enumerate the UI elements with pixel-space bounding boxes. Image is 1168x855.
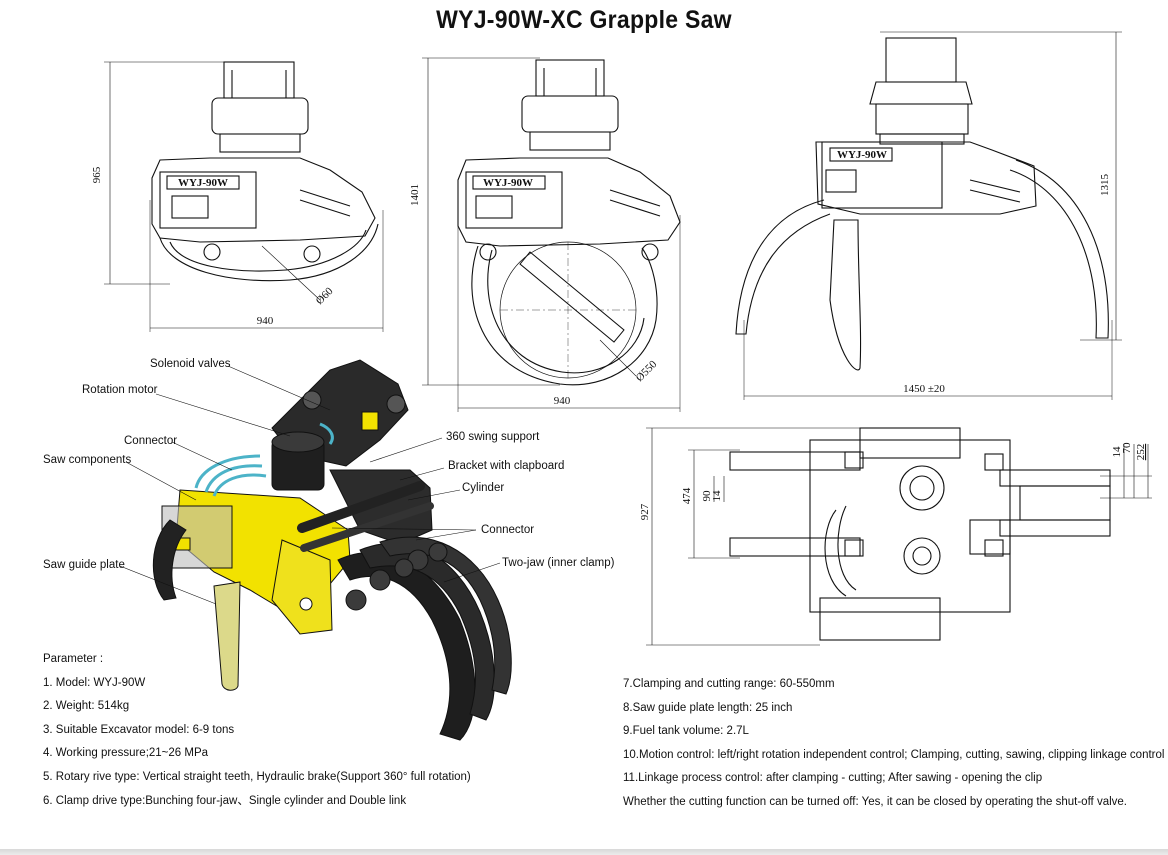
dim-474: 474 bbox=[681, 487, 693, 504]
param-item: Whether the cutting function can be turn… bbox=[623, 795, 1127, 808]
param-item: 5. Rotary rive type: Vertical straight t… bbox=[43, 770, 471, 783]
dim-927: 927 bbox=[639, 503, 651, 520]
dim-1401: 1401 bbox=[409, 184, 421, 206]
param-item: 8.Saw guide plate length: 25 inch bbox=[623, 701, 793, 714]
dim-d550: Ø550 bbox=[634, 358, 660, 384]
dim-14-right: 14 bbox=[1111, 446, 1123, 458]
machine-3d-render bbox=[152, 359, 512, 741]
front-view-open bbox=[422, 57, 681, 412]
top-view bbox=[646, 427, 1152, 646]
param-item: 7.Clamping and cutting range: 60-550mm bbox=[623, 678, 835, 690]
dim-70: 70 bbox=[1121, 442, 1133, 454]
dim-940-a: 940 bbox=[257, 315, 274, 327]
param-item: 4. Working pressure;21~26 MPa bbox=[43, 747, 209, 760]
nameplate-1: WYJ-90W bbox=[178, 177, 228, 189]
callout-leaders bbox=[119, 365, 501, 605]
callout-cylinder: Cylinder bbox=[462, 482, 504, 494]
callout-solenoid-valves: Solenoid valves bbox=[150, 358, 231, 370]
param-item: 2. Weight: 514kg bbox=[43, 700, 130, 713]
dim-1315: 1315 bbox=[1099, 174, 1111, 197]
nameplate-3: WYJ-90W bbox=[837, 149, 887, 161]
param-item: 9.Fuel tank volume: 2.7L bbox=[623, 725, 749, 738]
dim-965: 965 bbox=[91, 166, 103, 183]
dim-90: 90 bbox=[701, 490, 713, 502]
dim-14-left: 14 bbox=[711, 490, 723, 502]
nameplate-2: WYJ-90W bbox=[483, 177, 533, 189]
dim-940-b: 940 bbox=[554, 395, 571, 407]
bottom-divider bbox=[0, 849, 1168, 855]
callout-two-jaw: Two-jaw (inner clamp) bbox=[502, 557, 615, 569]
callout-rotation-motor: Rotation motor bbox=[82, 384, 158, 396]
front-view-closed bbox=[104, 61, 384, 332]
callout-connector-1: Connector bbox=[124, 435, 177, 447]
callout-bracket: Bracket with clapboard bbox=[448, 460, 564, 472]
param-item: 10.Motion control: left/right rotation i… bbox=[623, 748, 1165, 761]
dim-1450: 1450 ±20 bbox=[903, 383, 945, 395]
page-title: WYJ-90W-XC Grapple Saw bbox=[436, 6, 732, 34]
parameters-right: 7.Clamping and cutting range: 60-550mm 8… bbox=[623, 673, 1164, 815]
parameters-heading: Parameter : bbox=[43, 653, 104, 665]
param-item: 11.Linkage process control: after clampi… bbox=[623, 772, 1043, 785]
callout-swing-support: 360 swing support bbox=[446, 431, 540, 443]
callout-saw-guide-plate: Saw guide plate bbox=[43, 559, 125, 571]
callout-connector-2: Connector bbox=[481, 524, 534, 536]
param-item: 6. Clamp drive type:Bunching four-jaw、Si… bbox=[43, 794, 407, 807]
parameters-left: Parameter : 1. Model: WYJ-90W 2. Weight:… bbox=[43, 648, 471, 813]
dim-252: 252 bbox=[1135, 444, 1147, 461]
param-item: 1. Model: WYJ-90W bbox=[43, 676, 146, 689]
side-view bbox=[735, 31, 1122, 400]
dim-d60: Ø60 bbox=[314, 285, 336, 307]
callout-saw-components: Saw components bbox=[43, 454, 131, 466]
param-item: 3. Suitable Excavator model: 6-9 tons bbox=[43, 723, 235, 736]
